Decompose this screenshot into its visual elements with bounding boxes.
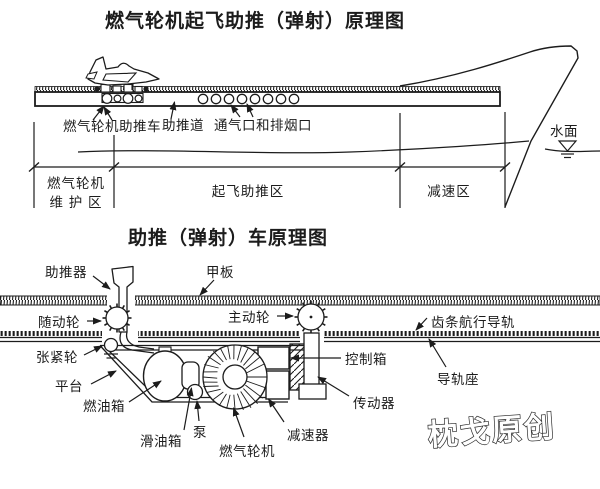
- transmission-column: [289, 332, 327, 400]
- label-booster: 助推器: [45, 265, 87, 280]
- waterline-left: [77, 140, 530, 154]
- label-zone-maintenance-1: 燃气轮机: [47, 175, 105, 191]
- label-water-surface: 水面: [550, 124, 578, 139]
- tension-wheel: [103, 337, 119, 359]
- top-leader-arrows: [92, 101, 254, 121]
- label-rail-seat: 导轨座: [437, 372, 479, 387]
- catapult-cart-diagram: 助推（弹射）车原理图: [0, 226, 600, 459]
- label-vents: 通气口和排烟口: [214, 118, 312, 133]
- label-gas-turbine: 燃气轮机: [219, 443, 275, 459]
- label-boost-channel: 助推道: [162, 118, 204, 133]
- label-zone-decel: 减速区: [427, 184, 471, 199]
- label-drive-wheel: 主动轮: [228, 310, 270, 325]
- vent-circles: [197, 93, 300, 105]
- label-platform: 平台: [55, 379, 83, 394]
- bottom-leader-arrows: [83, 275, 447, 438]
- water-level-symbol: [557, 140, 578, 159]
- label-fuel-tank: 燃油箱: [83, 398, 125, 414]
- label-follower-wheel: 随动轮: [38, 315, 80, 330]
- dimension-lines: [28, 112, 511, 208]
- waterline-right: [544, 148, 600, 153]
- ship-bow: [399, 45, 579, 208]
- label-reducer: 减速器: [287, 428, 329, 443]
- gas-turbine-rotor: [202, 344, 268, 411]
- hook-link: [119, 331, 155, 354]
- top-title: 燃气轮机起飞助推（弹射）原理图: [105, 9, 405, 32]
- aircraft: [85, 56, 160, 90]
- reducer-box: [265, 370, 290, 400]
- follower-gear: [102, 303, 132, 333]
- label-pump: 泵: [193, 425, 207, 440]
- label-transmission: 传动器: [353, 396, 395, 411]
- deck-band: [0, 295, 600, 306]
- label-booster-cart: 燃气轮机助推车: [63, 118, 161, 134]
- label-control-box: 控制箱: [345, 352, 387, 367]
- label-deck: 甲板: [206, 265, 234, 280]
- label-zone-maintenance-2: 维 护 区: [49, 195, 102, 210]
- label-oil-tank: 滑油箱: [140, 434, 182, 449]
- label-rack-rail: 齿条航行导轨: [431, 314, 515, 330]
- label-zone-boost: 起飞助推区: [212, 184, 285, 199]
- booster-cart: [94, 83, 149, 104]
- booster-hook: [111, 265, 134, 333]
- label-tension-wheel: 张紧轮: [36, 350, 78, 365]
- watermark-text: 枕戈原创: [427, 411, 557, 453]
- takeoff-boost-diagram: 燃气轮机起飞助推（弹射）原理图: [28, 9, 600, 210]
- fuel-tank: [142, 346, 188, 402]
- bottom-title: 助推（弹射）车原理图: [128, 226, 328, 249]
- drive-gear: [294, 300, 328, 334]
- boost-duct: [34, 91, 501, 107]
